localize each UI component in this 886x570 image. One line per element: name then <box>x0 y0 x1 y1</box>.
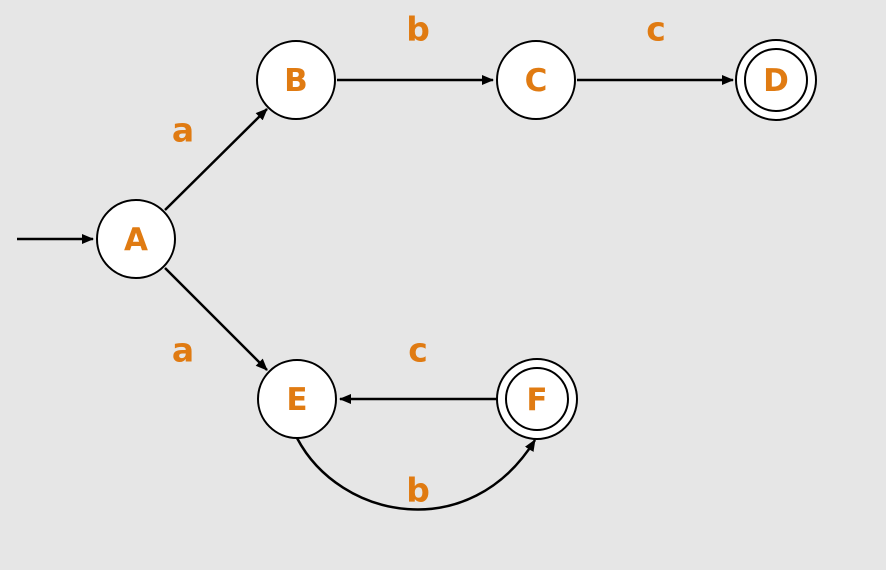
transition-label-c-to-d: c <box>646 10 666 49</box>
transition-label-f-to-e: c <box>408 331 428 370</box>
state-f: F <box>496 358 578 440</box>
state-d-accepting-ring <box>744 48 808 112</box>
state-e-circle <box>257 359 337 439</box>
state-d-circle <box>735 39 817 121</box>
state-a-label: A <box>124 222 148 258</box>
state-a: A <box>96 199 176 279</box>
transition-label-b-to-c: b <box>406 10 430 49</box>
transition-a-to-b <box>164 108 268 211</box>
transition-label-a-to-e: a <box>172 331 194 370</box>
transition-e-to-f <box>295 437 537 511</box>
state-f-accepting-ring <box>505 367 569 431</box>
transition-label-a-to-b: a <box>172 111 194 150</box>
state-f-label: F <box>526 382 547 418</box>
state-d-label: D <box>763 63 789 99</box>
state-b-circle <box>256 40 336 120</box>
state-f-circle <box>496 358 578 440</box>
state-c-label: C <box>525 63 548 99</box>
state-e: E <box>257 359 337 439</box>
state-d: D <box>735 39 817 121</box>
transition-a-to-e <box>164 267 268 371</box>
state-b-label: B <box>284 63 308 99</box>
transition-label-e-to-f: b <box>406 471 430 510</box>
state-a-circle <box>96 199 176 279</box>
state-e-label: E <box>286 382 307 418</box>
state-c: C <box>496 40 576 120</box>
state-c-circle <box>496 40 576 120</box>
state-b: B <box>256 40 336 120</box>
